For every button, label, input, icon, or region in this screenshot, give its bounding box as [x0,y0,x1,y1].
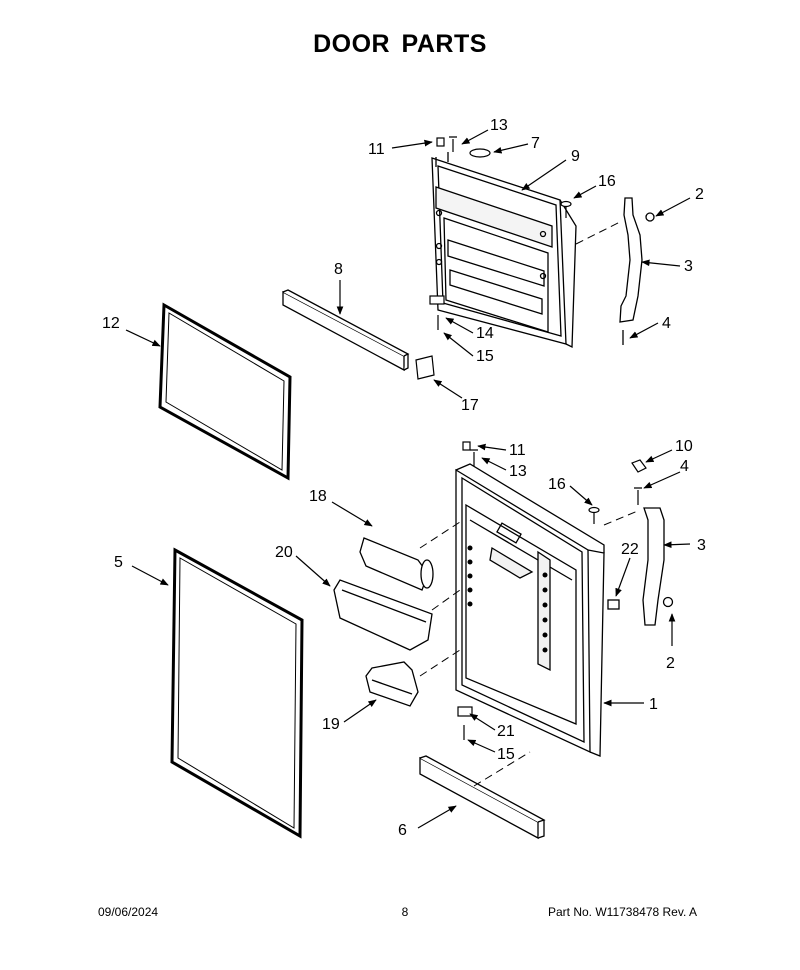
callout-4-top: 4 [662,315,671,332]
freezer-gasket [158,302,292,481]
fresh-food-door-dots [467,545,548,653]
callout-19: 19 [322,716,340,733]
callout-22: 22 [621,541,639,558]
callout-11-bot: 11 [509,442,526,459]
callout-21: 21 [497,723,515,740]
callout-3-bot: 3 [697,537,706,554]
freezer-door [431,152,577,349]
callout-7: 7 [531,135,540,152]
callout-2-bot: 2 [666,655,675,672]
callout-16-bot: 16 [548,476,566,493]
lower-hinge [607,507,674,626]
callout-8: 8 [334,261,343,278]
freezer-handle [282,289,410,372]
callout-13-bot: 13 [509,463,527,480]
callout-16-top: 16 [598,173,616,190]
door-bins [333,537,434,707]
callout-14: 14 [476,325,494,342]
callout-15-bot: 15 [497,746,515,763]
page-title: DOOR PARTS [313,30,487,58]
callout-13-top: 13 [490,117,508,134]
footer-part-number: Part No. W11738478 Rev. A [548,905,697,919]
callout-11-top: 11 [368,141,385,158]
callout-6: 6 [398,822,407,839]
callout-12: 12 [102,315,120,332]
callout-3-top: 3 [684,258,693,275]
fresh-food-hardware [457,441,647,740]
callout-10: 10 [675,438,693,455]
callout-1: 1 [649,696,658,713]
fresh-food-handle [419,755,546,840]
leader-arrows [125,129,691,829]
freezer-hardware [415,136,572,380]
fresh-food-door [455,463,605,757]
callout-2-top: 2 [695,186,704,203]
upper-hinge [619,197,655,345]
callout-18: 18 [309,488,327,505]
guide-lines [419,221,641,787]
callout-15-top: 15 [476,348,494,365]
callout-9: 9 [571,148,580,165]
callout-20: 20 [275,544,293,561]
fresh-food-gasket [170,547,304,839]
callout-4-bot: 4 [680,458,689,475]
callout-17: 17 [461,397,479,414]
callout-5: 5 [114,554,123,571]
footer-date: 09/06/2024 [98,905,159,919]
footer-page-number: 8 [401,905,409,919]
